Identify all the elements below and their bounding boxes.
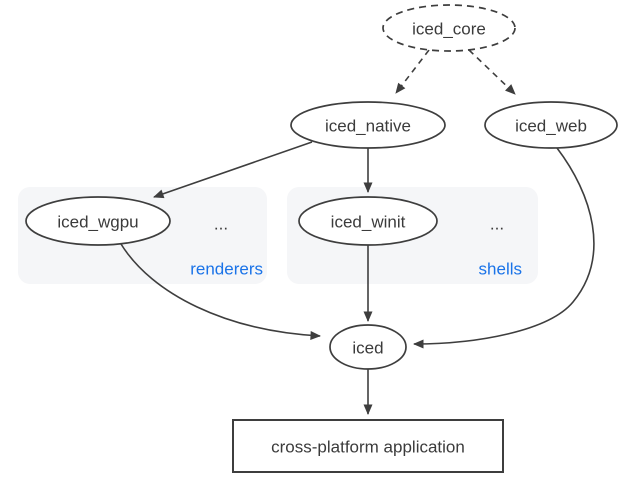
iced-core-label: iced_core <box>412 20 486 39</box>
edge-core-to-native <box>395 49 430 94</box>
iced-wgpu-label: iced_wgpu <box>57 213 138 232</box>
iced-native-node <box>290 101 446 149</box>
application-node <box>232 419 504 473</box>
iced-wgpu-node <box>25 196 171 246</box>
iced-web-node <box>484 101 618 149</box>
edge-wgpu-to-iced <box>120 243 321 340</box>
iced-core-node <box>382 4 516 52</box>
shells-group-label: shells <box>479 260 522 279</box>
shells-ellipsis: ... <box>490 215 504 234</box>
iced-native-label: iced_native <box>325 117 411 136</box>
iced-winit-label: iced_winit <box>331 213 406 232</box>
renderers-ellipsis: ... <box>214 215 228 234</box>
edge-web-to-iced <box>413 147 595 349</box>
edge-core-to-web <box>468 49 516 95</box>
renderers-group-label: renderers <box>190 260 263 279</box>
iced-node <box>329 324 407 370</box>
application-label: cross-platform application <box>271 438 465 457</box>
iced-label: iced <box>352 339 383 358</box>
edge-native-to-wgpu <box>153 141 313 199</box>
iced-web-label: iced_web <box>515 117 587 136</box>
iced-winit-node <box>298 196 438 246</box>
